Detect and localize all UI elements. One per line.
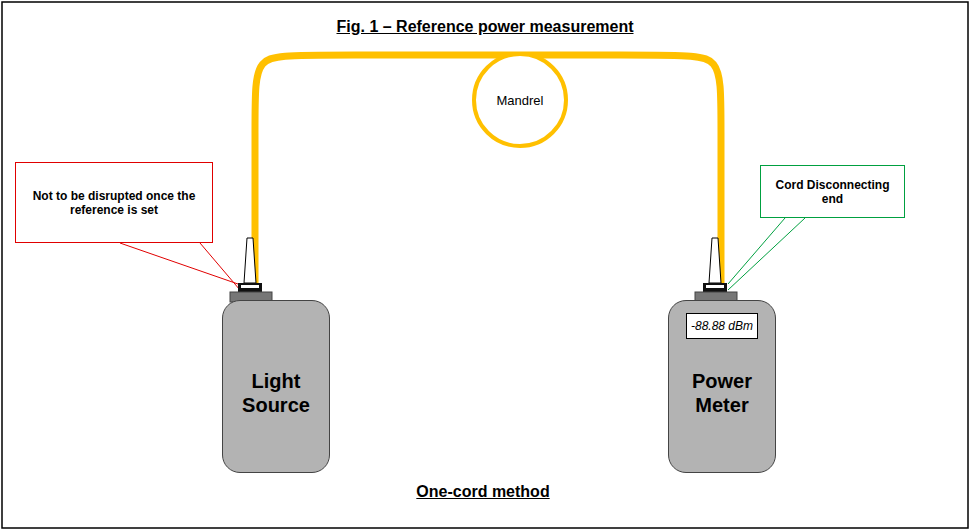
node-label: Not to be disrupted once the reference i… — [26, 189, 202, 217]
fiber-connector — [230, 238, 272, 302]
leader-line — [728, 218, 805, 290]
node-label: Cord Disconnecting end — [769, 178, 896, 206]
meter-display: -88.88 dBm — [686, 313, 758, 339]
node-label: Power Meter — [669, 369, 775, 417]
callout-box: Cord Disconnecting end — [760, 165, 905, 218]
node-label: Light Source — [223, 369, 329, 417]
node-label: Mandrel — [497, 93, 544, 108]
fiber-connector — [695, 238, 737, 302]
callout-box: Not to be disrupted once the reference i… — [15, 162, 213, 243]
leader-line — [728, 218, 785, 284]
figure-title: Fig. 1 – Reference power measurement — [0, 18, 970, 36]
power-meter-body: Power Meter -88.88 dBm — [668, 300, 776, 473]
leader-line — [120, 243, 238, 284]
node-label: -88.88 dBm — [691, 320, 753, 333]
mandrel-circle: Mandrel — [472, 52, 568, 148]
light-source-body: Light Source — [222, 300, 330, 473]
leader-line — [200, 243, 240, 290]
figure-caption: One-cord method — [333, 483, 633, 501]
